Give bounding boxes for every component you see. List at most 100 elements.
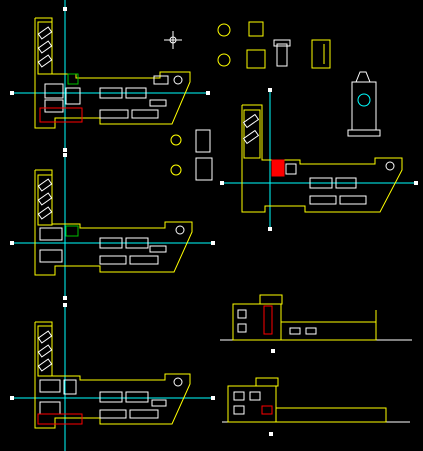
grip-point[interactable] [268, 227, 272, 231]
highlighted-room[interactable] [271, 159, 285, 177]
room [99, 391, 123, 403]
column-marker [385, 161, 395, 171]
room [99, 237, 123, 249]
room [39, 401, 61, 415]
grip-point[interactable] [63, 7, 67, 11]
car-parking [37, 54, 53, 68]
tree-plan-icon [170, 134, 182, 146]
grip-point[interactable] [211, 241, 215, 245]
room [339, 195, 367, 205]
car-parking [37, 40, 53, 54]
building-outline [34, 321, 191, 429]
sign-block [246, 49, 266, 69]
room [99, 255, 127, 265]
window [249, 391, 261, 401]
grip-point[interactable] [10, 396, 14, 400]
grip-point[interactable] [271, 349, 275, 353]
building-outline [34, 169, 193, 276]
window [233, 391, 245, 401]
wing-block [37, 174, 53, 226]
roof-canopy [255, 377, 279, 387]
building-mass [232, 303, 282, 341]
room [309, 195, 337, 205]
grip-point[interactable] [414, 181, 418, 185]
lamp-post-icon [347, 71, 381, 137]
north-arrow-icon [164, 31, 182, 49]
tree-plan-icon [217, 23, 231, 37]
floor-plan-2[interactable] [10, 153, 215, 300]
room [39, 227, 63, 241]
grip-point[interactable] [220, 181, 224, 185]
floor-plan-1[interactable] [10, 0, 210, 152]
car-parking [37, 192, 53, 206]
elevation-1[interactable] [220, 294, 412, 353]
annex [275, 407, 387, 423]
room [285, 163, 297, 175]
window [305, 327, 317, 335]
symbol-library[interactable] [164, 21, 381, 181]
room [65, 225, 79, 237]
room [149, 245, 167, 253]
room [125, 87, 147, 99]
room [125, 237, 149, 249]
room [99, 87, 123, 99]
room [129, 409, 159, 419]
building-mass [227, 385, 277, 423]
room [65, 87, 81, 105]
room [99, 109, 129, 119]
small-block [195, 129, 211, 153]
car-parking [242, 113, 260, 129]
sign-block [248, 21, 264, 37]
wall-section [39, 107, 83, 123]
roof-canopy [259, 294, 283, 305]
building-sign-icon [311, 39, 331, 69]
grip-point[interactable] [10, 241, 14, 245]
grip-point[interactable] [206, 91, 210, 95]
car-parking [37, 206, 53, 220]
room [44, 83, 64, 99]
grip-point[interactable] [63, 153, 67, 157]
car-parking [37, 344, 53, 358]
grip-point[interactable] [269, 432, 273, 436]
room [131, 109, 159, 119]
grip-point[interactable] [211, 396, 215, 400]
annex [280, 321, 377, 341]
wing-block [37, 325, 53, 377]
car-parking [242, 129, 260, 145]
car-parking [37, 178, 53, 192]
elevation-2[interactable] [222, 377, 410, 436]
column-marker [173, 377, 183, 387]
room [67, 73, 79, 85]
stair-core [263, 305, 273, 335]
room [151, 399, 167, 407]
wing-block [243, 109, 261, 159]
floor-plan-4[interactable] [220, 88, 418, 231]
floor-plan-3[interactable] [10, 303, 215, 451]
room [335, 177, 357, 189]
building-outline [34, 17, 191, 129]
room [99, 409, 127, 419]
room [63, 379, 77, 395]
tree-plan-icon [217, 53, 231, 67]
grip-point[interactable] [10, 91, 14, 95]
window [261, 405, 273, 415]
room [309, 177, 333, 189]
grip-point[interactable] [268, 88, 272, 92]
room [44, 99, 64, 113]
window [289, 327, 301, 335]
fire-hydrant-icon [273, 39, 291, 67]
grip-point[interactable] [63, 303, 67, 307]
grip-point[interactable] [63, 296, 67, 300]
grip-point[interactable] [63, 148, 67, 152]
car-parking [37, 26, 53, 40]
wall-section [37, 413, 83, 425]
column-marker [175, 225, 185, 235]
small-block [195, 157, 213, 181]
window [237, 309, 247, 319]
window [237, 323, 247, 333]
car-parking [37, 330, 53, 344]
room [125, 391, 149, 403]
room [39, 249, 63, 263]
room [39, 379, 61, 393]
